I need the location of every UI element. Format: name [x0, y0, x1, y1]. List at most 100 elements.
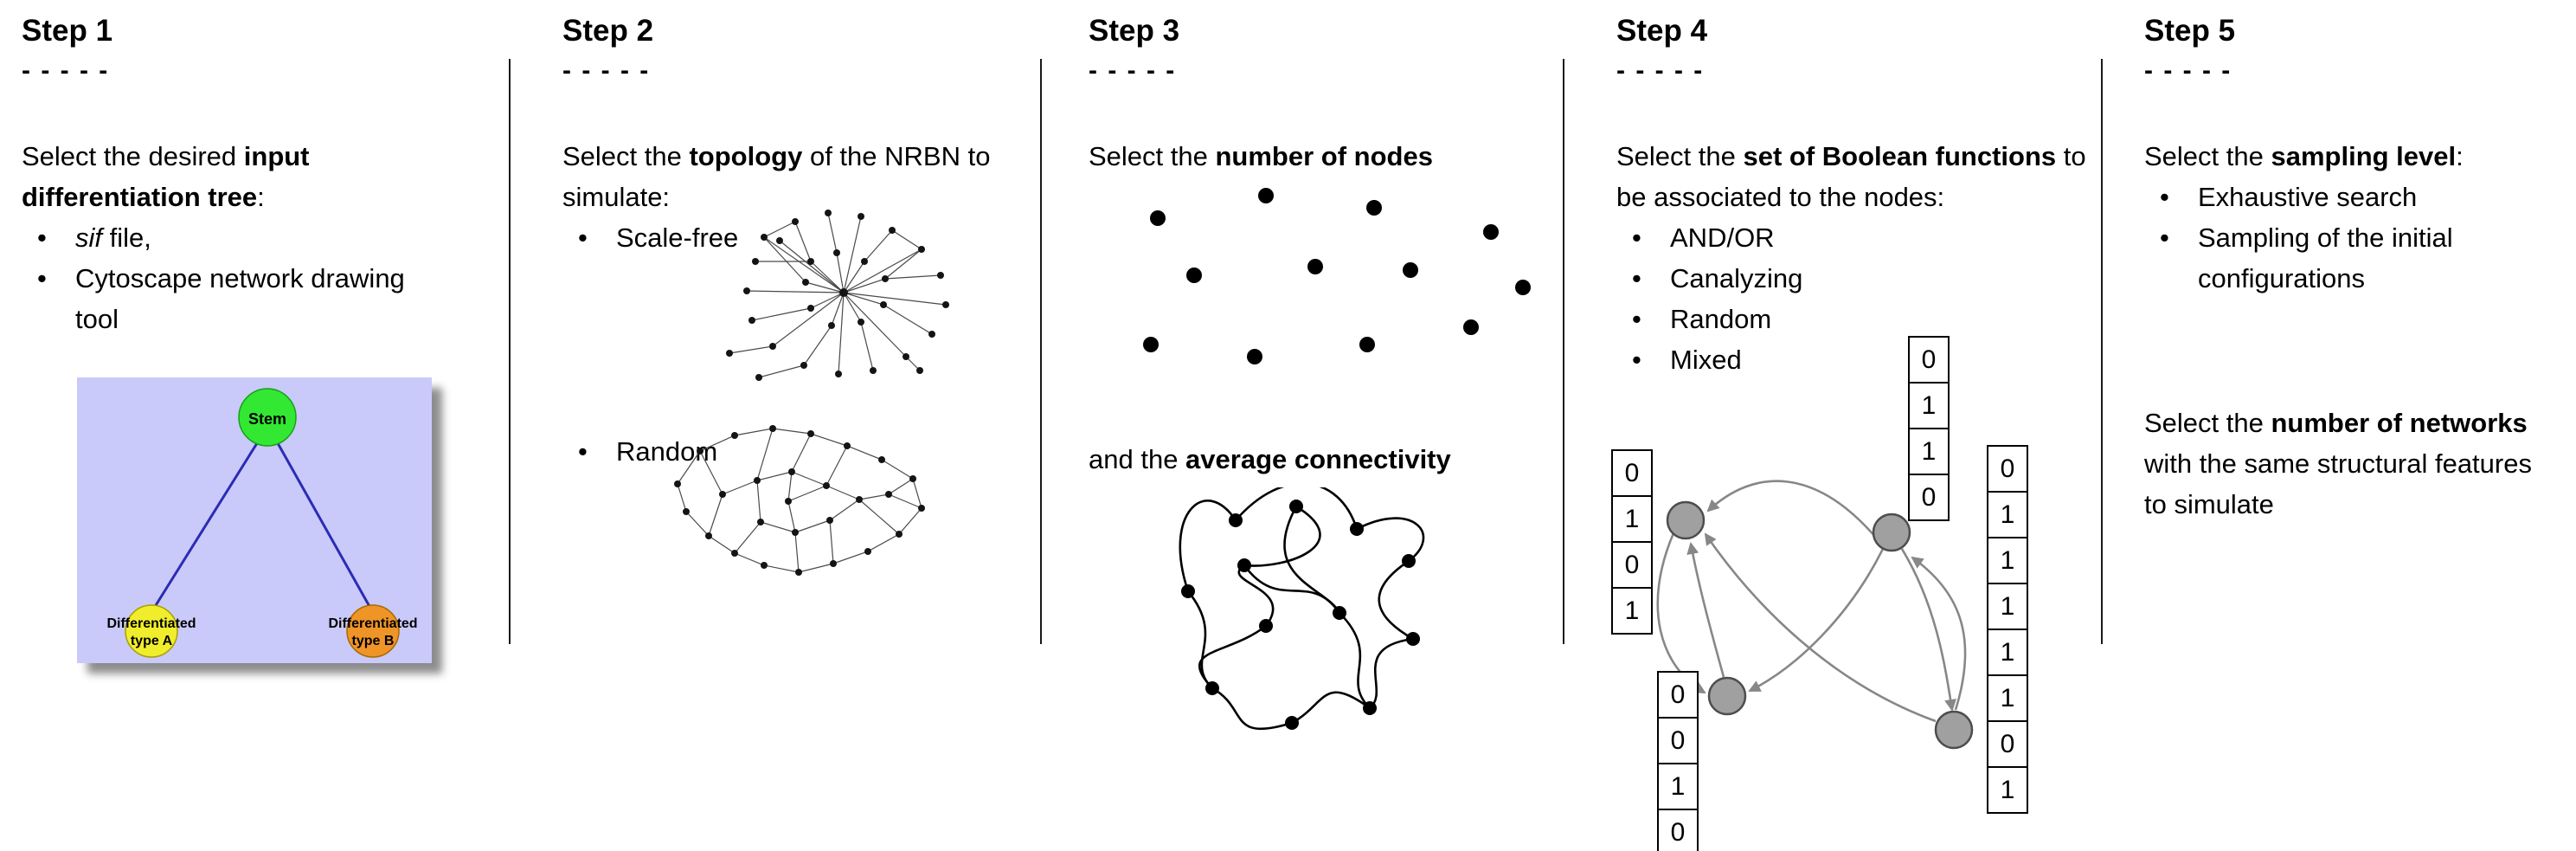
- step-1-bullets: sif file, Cytoscape network drawing tool: [22, 217, 407, 339]
- step-5-dashes: - - - - -: [2144, 56, 2232, 85]
- step-4-dashes: - - - - -: [1616, 56, 1705, 85]
- network-node-a: [1666, 500, 1706, 540]
- bullet-text: Canalyzing: [1670, 263, 1803, 293]
- step-3-dashes: - - - - -: [1089, 56, 1177, 85]
- intro-text: :: [2456, 141, 2464, 171]
- random-network-edges: [677, 428, 922, 573]
- stem-label: Stem: [248, 410, 286, 428]
- intro-bold-text: set of Boolean functions: [1743, 141, 2057, 171]
- intro-bold-text: topology: [689, 141, 803, 171]
- bullet-text: Sampling of the initial configurations: [2198, 222, 2453, 293]
- step-1-title: Step 1: [22, 14, 113, 48]
- truth-table-cell: 0: [1908, 474, 1950, 521]
- column-divider-3: [1563, 59, 1564, 644]
- bullet-italic-text: sif: [75, 222, 102, 253]
- bullet-text: Mixed: [1670, 345, 1742, 375]
- step-3-column: Step 3 - - - - - Select the number of no…: [1089, 13, 1573, 731]
- intro-bold-text: sampling level: [2271, 141, 2457, 171]
- step-1-column: Step 1 - - - - - Select the desired inpu…: [22, 13, 432, 663]
- intro-bold-text: number of networks: [2271, 408, 2528, 438]
- truth-table-cell: 1: [1657, 763, 1699, 810]
- truth-table-cell: 1: [1611, 587, 1653, 635]
- step-3-title: Step 3: [1089, 14, 1180, 48]
- step-5-line2: Select the number of networks with the s…: [2144, 403, 2549, 525]
- bullet-text: file,: [102, 222, 151, 253]
- truth-table-cell: 0: [1987, 720, 2028, 768]
- column-divider-1: [509, 59, 511, 644]
- truth-table-cell: 0: [1611, 449, 1653, 497]
- type-b-label-line1: Differentiated: [328, 616, 417, 631]
- truth-table-bottom-left: 0 0 1 0: [1657, 671, 1699, 851]
- random-network-nodes: [674, 425, 925, 576]
- scatter-dots: [1143, 188, 1531, 364]
- network-node-d: [1934, 710, 1974, 750]
- step-3-line2: and the average connectivity: [1089, 439, 1451, 480]
- intro-bold-text: number of nodes: [1215, 141, 1433, 171]
- bullet-text: Scale-free: [616, 222, 739, 253]
- differentiation-tree-figure: Stem Differentiated type A Differentiate…: [77, 377, 432, 663]
- intro-bold-text: input differentiation tree: [22, 141, 310, 212]
- type-a-label-line1: Differentiated: [106, 616, 196, 631]
- truth-table-cell: 1: [1987, 629, 2028, 676]
- truth-table-cell: 0: [1908, 336, 1950, 384]
- bullet-sif-file: sif file,: [22, 217, 407, 258]
- bullet-canalyzing: Canalyzing: [1616, 258, 2101, 299]
- type-a-label-line2: type A: [131, 634, 173, 648]
- type-b-node: [346, 604, 400, 658]
- connectivity-graph-figure: [1179, 487, 1425, 731]
- network-node-c: [1707, 676, 1747, 716]
- truth-table-cell: 1: [1611, 495, 1653, 543]
- truth-table-cell: 1: [1987, 491, 2028, 538]
- intro-text: Select the: [1089, 141, 1216, 171]
- step-3-line1: Select the number of nodes: [1089, 136, 1573, 177]
- boolean-network-nodes: [1666, 500, 1974, 750]
- bullet-sampling-initial-configurations: Sampling of the initial configurations: [2144, 217, 2549, 299]
- step-1-dashes: - - - - -: [22, 56, 110, 85]
- intro-text: :: [257, 182, 265, 212]
- bullet-exhaustive-search: Exhaustive search: [2144, 177, 2549, 217]
- network-node-b: [1872, 513, 1911, 552]
- step-2-column: Step 2 - - - - - Select the topology of …: [562, 13, 995, 576]
- truth-table-cell: 1: [1908, 382, 1950, 429]
- bullet-and-or: AND/OR: [1616, 217, 2101, 258]
- intro-text: Select the: [2144, 141, 2271, 171]
- intro-bold-text: average connectivity: [1185, 444, 1451, 474]
- truth-table-top: 0 1 1 0: [1908, 336, 1950, 521]
- truth-table-cell: 1: [1987, 537, 2028, 584]
- connectivity-edges: [1179, 487, 1425, 731]
- step-4-column: Step 4 - - - - - Select the set of Boole…: [1611, 13, 2101, 851]
- truth-table-cell: 1: [1987, 766, 2028, 814]
- step-5-column: Step 5 - - - - - Select the sampling lev…: [2144, 13, 2549, 525]
- intro-text: of the NRBN to simulate:: [562, 141, 991, 212]
- bullet-cytoscape: Cytoscape network drawing tool: [22, 258, 407, 339]
- type-a-node: [125, 604, 178, 658]
- truth-table-cell: 0: [1657, 717, 1699, 764]
- bullet-text: Exhaustive search: [2198, 182, 2418, 212]
- intro-text: Select the: [2144, 408, 2271, 438]
- step-2-intro: Select the topology of the NRBN to simul…: [562, 136, 995, 217]
- column-divider-4: [2101, 59, 2103, 644]
- truth-table-cell: 0: [1611, 541, 1653, 589]
- truth-table-cell: 0: [1657, 809, 1699, 851]
- step-5-line1: Select the sampling level:: [2144, 136, 2549, 177]
- truth-table-cell: 0: [1657, 671, 1699, 719]
- bullet-text: Cytoscape network drawing tool: [75, 263, 405, 334]
- column-divider-2: [1040, 59, 1042, 644]
- step-2-dashes: - - - - -: [562, 56, 651, 85]
- intro-text: with the same structural features to sim…: [2144, 448, 2532, 519]
- bullet-text: AND/OR: [1670, 222, 1775, 253]
- nodes-scatter-figure: [1143, 188, 1531, 364]
- connectivity-nodes: [1181, 500, 1420, 730]
- truth-table-right: 0 1 1 1 1 1 0 1: [1987, 445, 2028, 814]
- intro-text: Select the: [562, 141, 690, 171]
- intro-text: to be associated to the nodes:: [1616, 141, 2086, 212]
- truth-table-cell: 1: [1987, 674, 2028, 722]
- bullet-random-functions: Random: [1616, 299, 2101, 339]
- scale-free-nodes: [726, 210, 949, 381]
- step-4-bullets: AND/OR Canalyzing Random Mixed: [1616, 217, 2101, 380]
- truth-table-cell: 1: [1908, 428, 1950, 475]
- step-1-intro: Select the desired input differentiation…: [22, 136, 407, 217]
- intro-text: and the: [1089, 444, 1186, 474]
- tree-edge-a: [151, 442, 259, 610]
